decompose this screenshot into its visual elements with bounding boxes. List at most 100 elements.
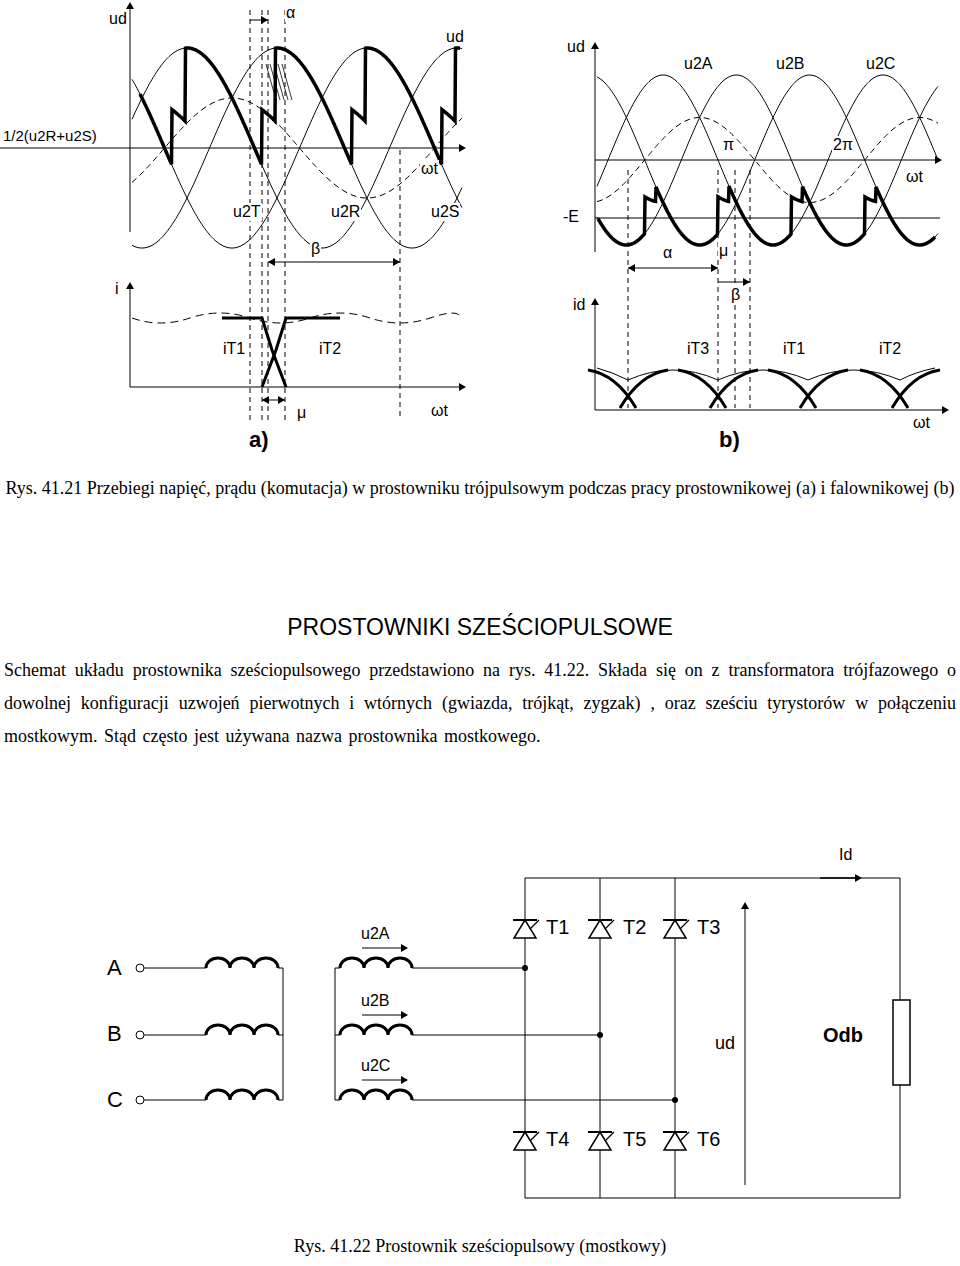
figure-label: Id	[838, 846, 853, 864]
drawing-stroke	[900, 1085, 901, 1198]
drawing-stroke	[285, 10, 286, 420]
drawing-stroke	[268, 10, 269, 420]
arrow-head	[591, 298, 599, 305]
drawing-stroke	[144, 1035, 206, 1036]
drawing-stroke	[132, 48, 462, 248]
thyristor	[589, 920, 611, 938]
figure-label: -E	[562, 208, 580, 226]
arrow-head	[261, 16, 268, 24]
arrow-head	[942, 406, 949, 414]
drawing-stroke	[340, 1090, 412, 1100]
drawing-stroke	[745, 906, 746, 1185]
drawing-stroke	[605, 920, 614, 929]
figure-label: u2R	[330, 203, 361, 221]
arrow-head	[126, 282, 134, 289]
drawing-stroke	[900, 878, 901, 1000]
drawing-stroke	[278, 64, 288, 100]
figure-label: C	[106, 1088, 124, 1112]
drawing-stroke	[132, 98, 462, 198]
figure-label: π	[722, 136, 735, 154]
drawing-stroke	[140, 48, 460, 164]
figure-label: ud	[108, 10, 128, 28]
drawing-stroke	[595, 410, 945, 411]
drawing-stroke	[270, 64, 280, 100]
drawing-stroke	[340, 958, 412, 968]
drawing-stroke	[530, 1132, 539, 1141]
drawing-stroke	[588, 370, 636, 408]
figure-label: ud	[714, 1034, 736, 1054]
figure-label: β	[730, 286, 741, 304]
drawing-stroke	[710, 370, 758, 408]
drawing-stroke	[132, 48, 462, 248]
drawing-stroke	[206, 1025, 278, 1035]
drawing-stroke	[680, 1132, 689, 1141]
terminal	[136, 1031, 144, 1039]
figure-label: T1	[545, 916, 570, 938]
drawing-stroke	[282, 64, 292, 100]
drawing-stroke	[130, 387, 462, 388]
arrow-head	[711, 264, 718, 272]
drawing-stroke	[680, 920, 689, 929]
drawing-stroke	[718, 170, 719, 408]
drawing-stroke	[588, 1131, 612, 1133]
figure-label: 2π	[832, 136, 854, 154]
figure-label: iT1	[222, 340, 246, 358]
drawing-stroke	[628, 170, 629, 408]
figure-label: T5	[622, 1128, 647, 1150]
figure-label: B	[106, 1022, 123, 1046]
drawing-stroke	[340, 1025, 412, 1035]
drawing-stroke	[513, 919, 537, 921]
drawing-stroke	[144, 1100, 206, 1101]
arrow-head	[741, 902, 749, 909]
drawing-stroke	[412, 1035, 600, 1036]
arrow-head	[401, 944, 408, 952]
figure-caption: Rys. 41.21 Przebiegi napięć, prądu (komu…	[4, 470, 956, 506]
arrow-head	[459, 383, 466, 391]
figure-label: iT2	[878, 340, 902, 358]
figure-label: u2A	[360, 925, 390, 943]
drawing-stroke	[595, 218, 940, 219]
drawing-stroke	[820, 877, 856, 879]
figure-label: u2T	[232, 203, 262, 221]
figure-label: b)	[718, 428, 741, 452]
drawing-stroke	[278, 1100, 283, 1101]
figure-label: iT3	[686, 340, 710, 358]
figure-label: T3	[696, 916, 721, 938]
drawing-stroke	[892, 370, 940, 408]
figure-label: id	[572, 296, 586, 314]
arrow-head	[126, 2, 134, 9]
figure-label: u2S	[430, 203, 460, 221]
drawing-stroke	[335, 1035, 340, 1036]
figure-label: ud	[445, 28, 465, 46]
arrow-head	[268, 258, 275, 266]
figure-label: Odb	[822, 1024, 864, 1046]
terminal	[136, 1096, 144, 1104]
drawing-stroke	[412, 968, 525, 969]
drawing-stroke	[595, 300, 596, 410]
load-resistor	[893, 1000, 910, 1085]
drawing-stroke	[663, 1131, 687, 1133]
drawing-stroke	[597, 118, 938, 203]
drawing-stroke	[362, 1015, 404, 1016]
drawing-stroke	[144, 968, 206, 969]
drawing-stroke	[597, 75, 938, 245]
figure-label: α	[662, 244, 673, 262]
figure-label: i	[114, 280, 120, 298]
figure-label: ωt	[430, 402, 449, 420]
drawing-stroke	[206, 958, 278, 968]
drawing-stroke	[768, 370, 816, 408]
figure-label: μ	[718, 242, 729, 260]
figure-label: ωt	[905, 168, 924, 186]
arrow-head	[393, 258, 400, 266]
figure-label: μ	[296, 404, 307, 422]
arrow-head	[591, 42, 599, 49]
drawing-stroke	[860, 370, 908, 408]
drawing-stroke	[595, 44, 596, 252]
drawing-stroke	[595, 160, 938, 161]
drawing-stroke	[663, 919, 687, 921]
drawing-stroke	[335, 968, 340, 969]
drawing-stroke	[800, 370, 848, 408]
arrow-head	[855, 874, 862, 882]
arrow-head	[628, 264, 635, 272]
drawing-stroke	[400, 150, 401, 420]
